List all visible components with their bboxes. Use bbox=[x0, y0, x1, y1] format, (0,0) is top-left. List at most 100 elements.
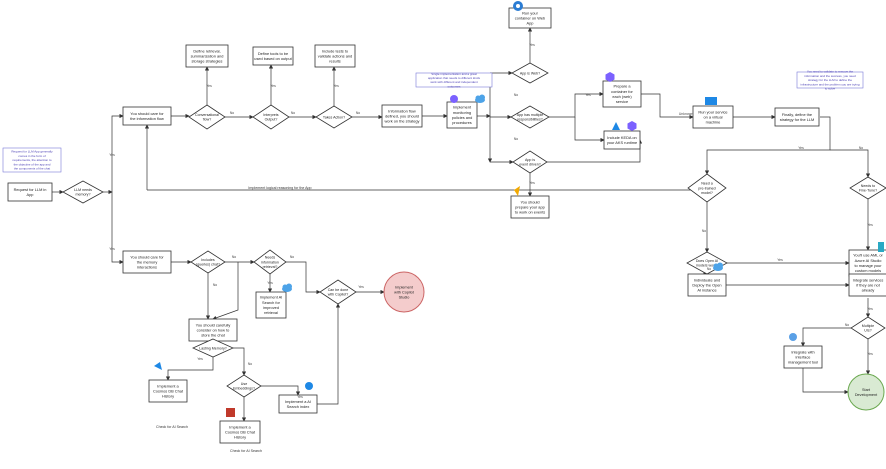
process-box-text-line: History bbox=[162, 393, 174, 398]
process-box-text-line: Cosmos DB Chat bbox=[225, 429, 256, 434]
decision-text-line: model? bbox=[701, 191, 713, 195]
terminal-text-line: Implement bbox=[395, 285, 414, 289]
decision-takes-action: Takes Action? bbox=[315, 105, 353, 129]
annotation-text-line: application that needs to different kind… bbox=[428, 76, 480, 80]
ai-search-cloud-icon bbox=[282, 283, 292, 292]
annotation-box bbox=[796, 71, 864, 89]
decision-diamond bbox=[687, 173, 727, 203]
decision-diamond bbox=[512, 150, 548, 174]
process-box-text-line: custom models bbox=[855, 268, 881, 273]
decision-diamond bbox=[226, 374, 262, 398]
process-box-text-line: Integrate with bbox=[791, 349, 814, 354]
process-box-text-line: Include tests to bbox=[322, 48, 348, 53]
edge-label-yes: Yes bbox=[529, 43, 535, 47]
process-box-text-line: App bbox=[27, 192, 34, 197]
event-bolt-icon bbox=[514, 186, 520, 196]
process-box-text-line: Search for bbox=[262, 300, 281, 305]
edge-label-yes: Yes bbox=[529, 181, 535, 185]
annotation-note-right: You need to validate to remove theinform… bbox=[796, 70, 864, 90]
flow-connector bbox=[212, 262, 239, 320]
process-box-shape bbox=[446, 101, 478, 129]
decision-text-line: Can be done bbox=[328, 288, 349, 292]
decision-text-line: App is Web? bbox=[520, 71, 540, 75]
decision-is-webapp: App is Web? bbox=[511, 62, 549, 84]
edge-label-no: No bbox=[859, 146, 863, 150]
process-box-shape bbox=[774, 107, 820, 127]
edge-label-yes: Yes bbox=[867, 352, 873, 356]
process-box-define-retrieval: Define retrieval,summarization andstorag… bbox=[185, 44, 229, 68]
decision-text-line: Conversational bbox=[195, 113, 219, 117]
edge-label-no: No bbox=[514, 93, 518, 97]
edge-label-yes: Yes bbox=[206, 84, 212, 88]
process-box-text-line: App bbox=[527, 20, 534, 25]
decision-text-line: Output? bbox=[265, 118, 278, 122]
process-box-text-line: Define retrieval, bbox=[193, 48, 220, 53]
process-box-text-line: prepare your app bbox=[515, 204, 545, 209]
process-box-shape bbox=[185, 44, 229, 68]
edge-label-no: No bbox=[702, 229, 706, 233]
ml-flask-icon bbox=[878, 242, 884, 252]
decision-text-line: UIs? bbox=[864, 329, 871, 333]
search-magnifier-icon bbox=[305, 382, 313, 390]
annotation-text-line: Single implementation and a great bbox=[431, 72, 477, 76]
flow-connector bbox=[111, 192, 124, 265]
process-box-text-line: to work on events bbox=[515, 209, 546, 214]
process-box-text-line: Implement bbox=[453, 105, 472, 110]
process-box-text-line: container on Web bbox=[515, 15, 545, 20]
monitor-pin-icon bbox=[450, 95, 458, 103]
edge-label-yes: Yes bbox=[867, 223, 873, 227]
process-box-text-line: consider on how to bbox=[197, 327, 230, 332]
edge-label-yes: Yes bbox=[585, 93, 591, 97]
process-box-shape bbox=[381, 104, 423, 128]
flow-connector bbox=[233, 347, 247, 376]
process-box-text-line: Cosmos DB Chat bbox=[153, 388, 184, 393]
process-box-text-line: storage strategies bbox=[192, 58, 223, 63]
decision-text-line: memory? bbox=[76, 193, 91, 197]
azure-triangle-icon bbox=[612, 122, 620, 130]
terminal-text-line: Development bbox=[855, 393, 878, 397]
decision-diamond bbox=[319, 279, 357, 305]
annotation-box bbox=[415, 72, 493, 88]
flow-connector bbox=[317, 303, 341, 405]
process-box-shape bbox=[848, 273, 886, 297]
decision-diamond bbox=[253, 249, 287, 275]
terminal-text-line: with Copilot bbox=[394, 290, 415, 294]
process-box-text-line: policies and bbox=[452, 115, 473, 120]
process-box-text-line: summarization and bbox=[191, 53, 224, 58]
decision-diamond bbox=[315, 105, 353, 129]
web-app-globe-icon bbox=[513, 1, 523, 11]
flow-connector bbox=[549, 91, 604, 118]
edge-label-check-ai-search-2: Check for AI Search bbox=[230, 449, 262, 453]
edge-label-yes: Yes bbox=[109, 247, 115, 251]
process-box-text-line: the information flow bbox=[130, 116, 164, 121]
process-box-text-line: Run your bbox=[522, 10, 538, 15]
decision-diamond bbox=[849, 176, 886, 200]
edge-label-no: No bbox=[514, 137, 518, 141]
annotation-text-line: infrastructure and the problem you are t… bbox=[800, 82, 859, 86]
decision-text-line: Multiple bbox=[862, 324, 874, 328]
edge-label-implement-logical: Implement logical reasoning for the App bbox=[248, 186, 311, 190]
flow-connector bbox=[574, 117, 605, 143]
decision-diamond bbox=[190, 250, 226, 274]
edge-label-unknown: Unknown bbox=[679, 112, 693, 116]
decision-text-line: Need a bbox=[701, 181, 713, 185]
process-box-text-line: Define tools to be bbox=[258, 51, 288, 56]
process-box-text-line: Prepare a bbox=[613, 84, 631, 89]
